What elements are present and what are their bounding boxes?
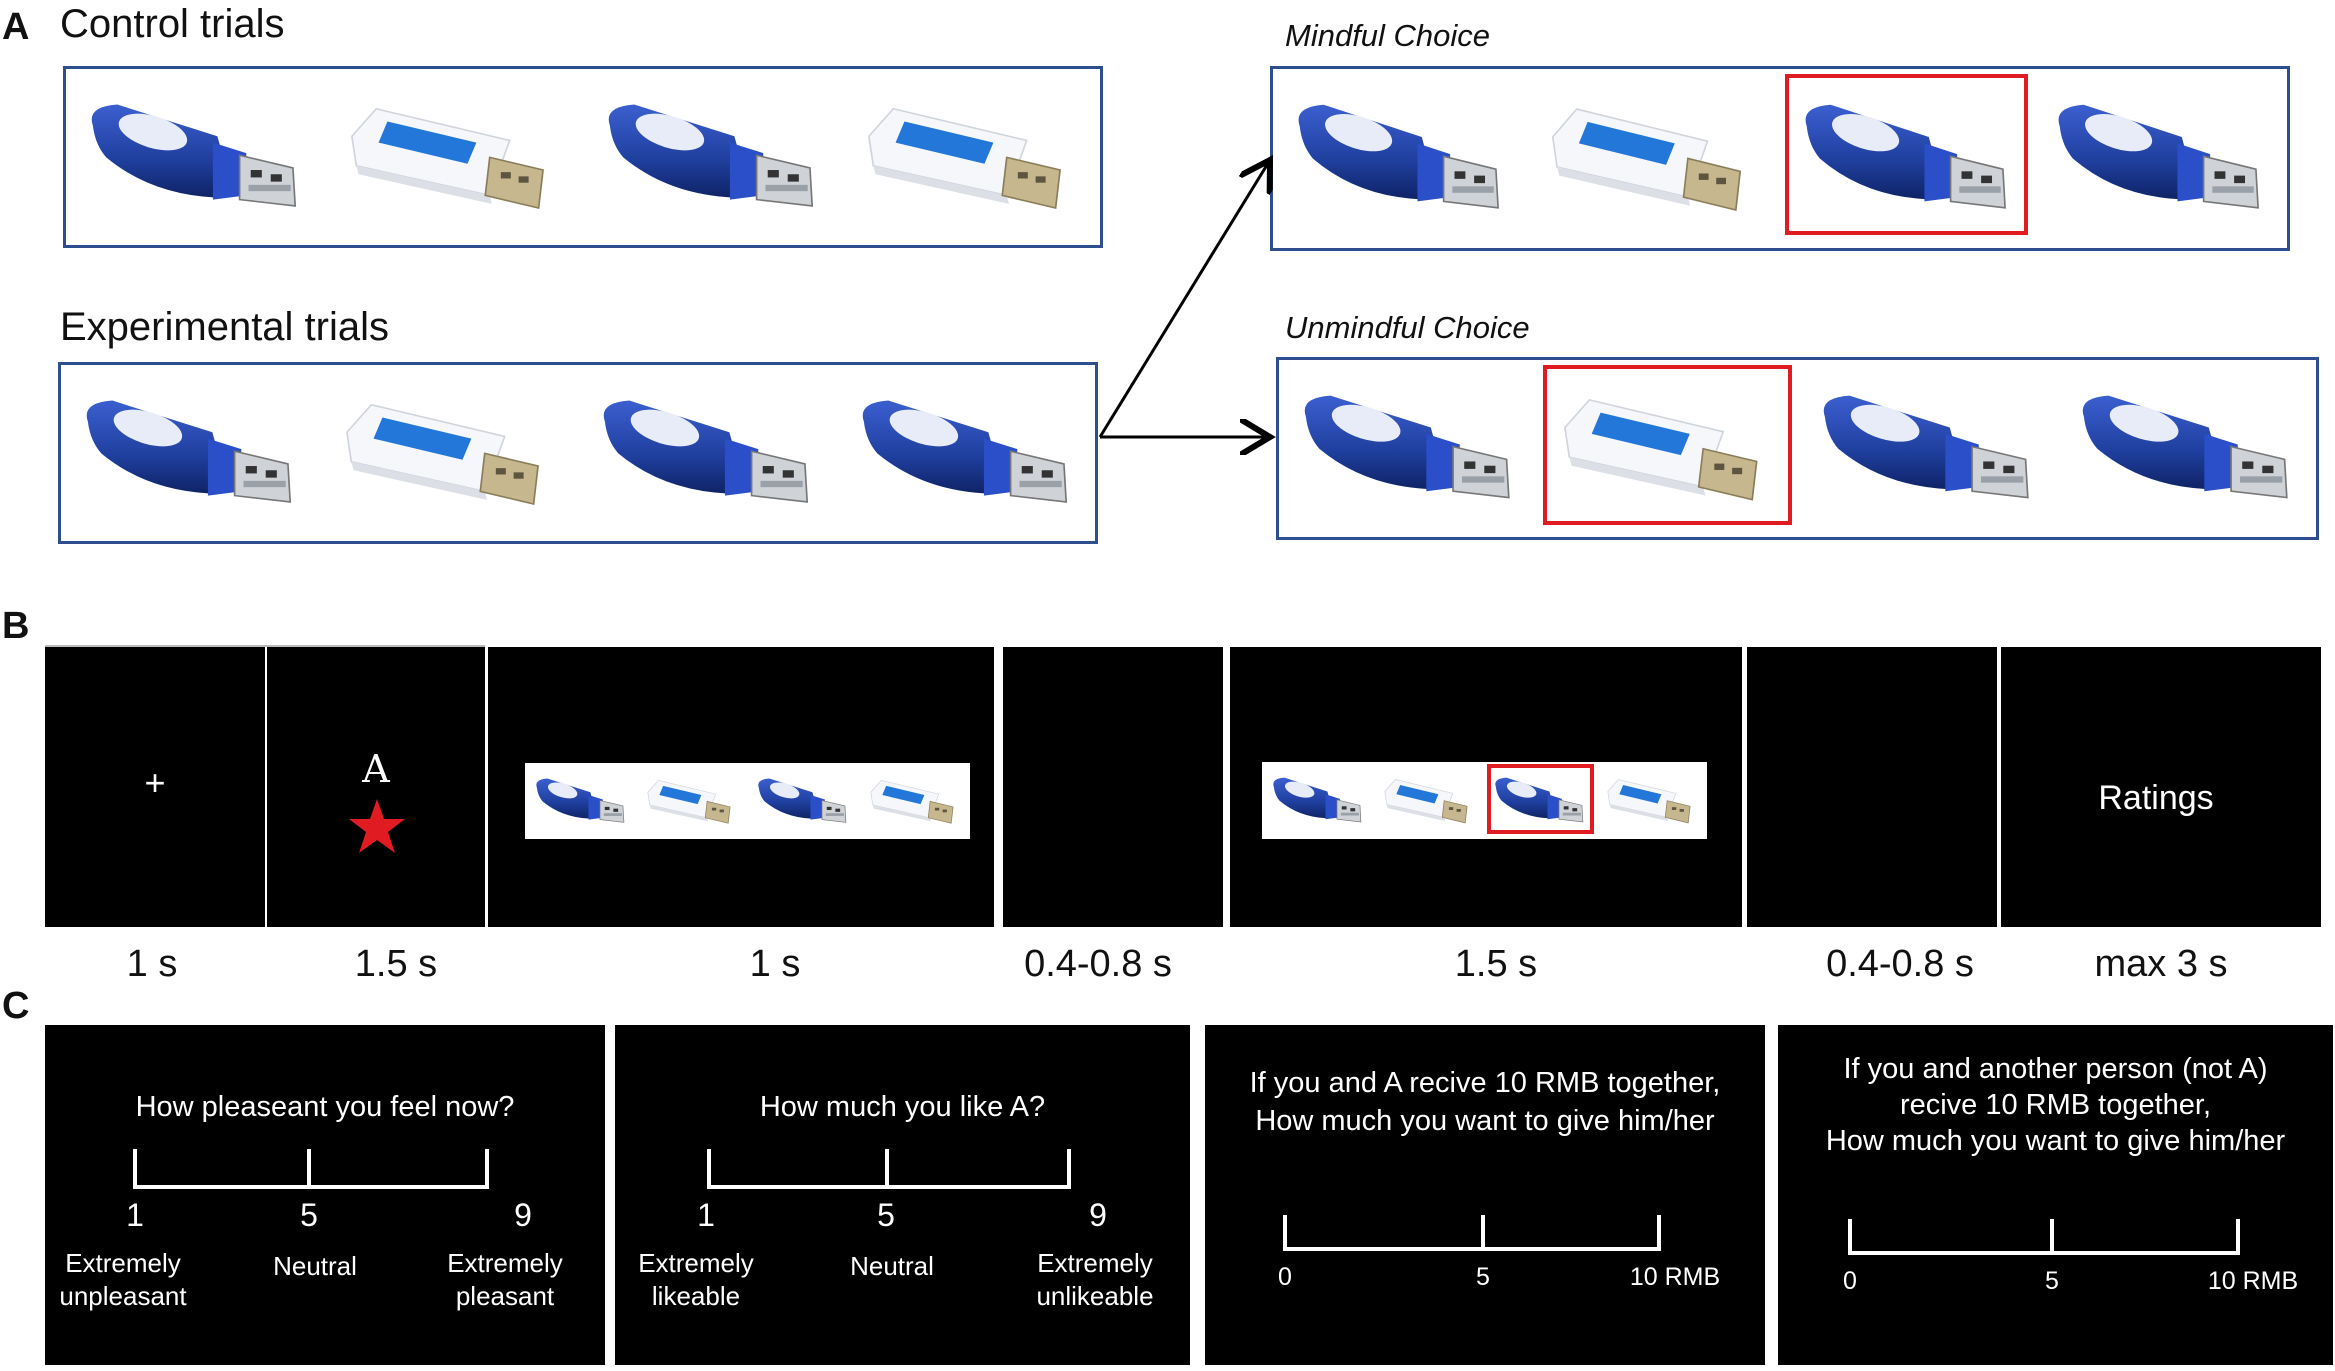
scale-anchor: Extremely pleasant: [447, 1248, 563, 1311]
ratings-screen: Ratings: [2001, 647, 2321, 927]
blue-usb-drive-icon: [2051, 94, 2269, 223]
white-usb-drive-icon: [338, 390, 560, 517]
scale-tick-label: 5: [2045, 1267, 2059, 1295]
timing-blank-2: 0.4-0.8 s: [1826, 943, 1974, 985]
scale-anchor: Neutral: [273, 1251, 357, 1281]
blue-usb-drive-icon: [855, 390, 1077, 517]
top-rule: [45, 645, 485, 647]
sharing-with-other-question: If you and another person (not A): [1843, 1053, 2268, 1085]
blue-usb-drive-icon: [1291, 94, 1509, 223]
selected-option-highlight: [1486, 764, 1594, 834]
white-usb-drive-icon: [860, 94, 1082, 221]
sharing-with-other-screen: If you and another person (not A) recive…: [1778, 1025, 2333, 1365]
liking-rating-screen: How much you like A? 1 5 9 Extremely lik…: [615, 1025, 1190, 1365]
scale-tick-label: 9: [514, 1197, 532, 1233]
star-icon: [349, 799, 405, 853]
scale-tick-label: 1: [697, 1197, 715, 1233]
sharing-with-other-question-2: recive 10 RMB together,: [1899, 1089, 2212, 1121]
blue-usb-drive-icon: [1297, 385, 1520, 512]
white-usb-drive-icon: [1544, 94, 1762, 223]
scale-tick-label: 0: [1278, 1263, 1292, 1291]
sharing-with-a-screen: If you and A recive 10 RMB together, How…: [1205, 1025, 1765, 1365]
choice-strip: [1262, 762, 1707, 839]
ratings-label: Ratings: [2098, 779, 2214, 817]
liking-scale: [707, 1185, 1071, 1189]
timing-cue: 1.5 s: [354, 943, 438, 985]
mindful-choice-display: [1270, 66, 2290, 251]
scale-tick-label: 9: [1089, 1197, 1107, 1233]
mindful-choice-heading: Mindful Choice: [1285, 18, 1491, 53]
scale-tick-label: 0: [1843, 1267, 1857, 1295]
pleasantness-question: How pleaseant you feel now?: [135, 1091, 515, 1123]
experimental-trial-display: [58, 362, 1098, 544]
sharing-with-a-question-2: How much you want to give him/her: [1255, 1105, 1715, 1137]
sharing-with-a-scale: [1283, 1247, 1661, 1251]
fixation-cross: +: [144, 762, 166, 803]
blue-usb-drive-icon: [1816, 385, 2039, 512]
panel-label-a: A: [2, 6, 30, 48]
scale-tick-label: 5: [1476, 1263, 1490, 1291]
blue-usb-drive-icon: [79, 390, 301, 517]
liking-question: How much you like A?: [759, 1091, 1046, 1123]
control-trial-display: [63, 66, 1103, 248]
timing-blank-1: 0.4-0.8 s: [1024, 943, 1172, 985]
blue-usb-drive-icon: [2075, 385, 2298, 512]
scale-tick-label: 10 RMB: [2207, 1267, 2299, 1295]
white-usb-drive-icon: [1556, 385, 1779, 512]
pleasantness-rating-screen: How pleaseant you feel now? 1 5 9 Extrem…: [45, 1025, 605, 1365]
blue-usb-drive-icon: [1798, 94, 2016, 223]
scale-anchor: Extremely likeable: [638, 1248, 754, 1311]
timing-options: 1 s: [749, 943, 801, 985]
blue-usb-drive-icon: [601, 94, 823, 221]
sharing-with-other-question-3: How much you want to give him/her: [1825, 1125, 2286, 1157]
fixation-screen: +: [45, 647, 265, 927]
blue-usb-drive-icon: [596, 390, 818, 517]
experimental-trials-heading: Experimental trials: [60, 305, 390, 349]
white-usb-drive-icon: [644, 774, 740, 829]
blank-screen-2: [1747, 647, 1997, 927]
scale-tick-label: 5: [877, 1197, 895, 1233]
branch-arrows: [1098, 140, 1285, 460]
unmindful-choice-heading: Unmindful Choice: [1285, 310, 1530, 345]
scale-anchor: Neutral: [850, 1251, 934, 1281]
white-usb-drive-icon: [343, 94, 565, 221]
scale-anchor: Extremely unlikeable: [1036, 1248, 1154, 1311]
control-trials-heading: Control trials: [60, 2, 285, 46]
cue-screen: A: [267, 647, 485, 927]
pleasantness-scale: [133, 1185, 489, 1189]
scale-tick-label: 10 RMB: [1629, 1263, 1721, 1291]
sharing-with-a-question: If you and A recive 10 RMB together,: [1249, 1067, 1721, 1099]
timing-fixation: 1 s: [126, 943, 178, 985]
unmindful-choice-display: [1276, 357, 2319, 540]
white-usb-drive-icon: [1604, 773, 1700, 828]
selected-option-highlight: [1543, 365, 1793, 525]
scale-tick-label: 5: [300, 1197, 318, 1233]
options-strip: [525, 763, 970, 839]
blue-usb-drive-icon: [533, 774, 629, 829]
blank-screen-1: [1003, 647, 1223, 927]
options-screen: [488, 647, 994, 927]
timing-choice: 1.5 s: [1454, 943, 1538, 985]
white-usb-drive-icon: [867, 774, 963, 829]
timing-ratings: max 3 s: [2094, 943, 2228, 985]
panel-label-b: B: [2, 605, 30, 647]
arrow-to-mindful: [1098, 160, 1270, 438]
blue-usb-drive-icon: [84, 94, 306, 221]
blue-usb-drive-icon: [1270, 773, 1366, 828]
panel-label-c: C: [2, 985, 30, 1027]
cue-letter: A: [362, 747, 390, 791]
white-usb-drive-icon: [1381, 773, 1477, 828]
scale-anchor: Extremely unpleasant: [59, 1248, 187, 1311]
selected-option-highlight: [1785, 74, 2029, 236]
blue-usb-drive-icon: [1492, 773, 1588, 828]
scale-tick-label: 1: [126, 1197, 144, 1233]
choice-screen: [1230, 647, 1742, 927]
blue-usb-drive-icon: [755, 774, 851, 829]
sharing-with-other-scale: [1848, 1251, 2240, 1255]
